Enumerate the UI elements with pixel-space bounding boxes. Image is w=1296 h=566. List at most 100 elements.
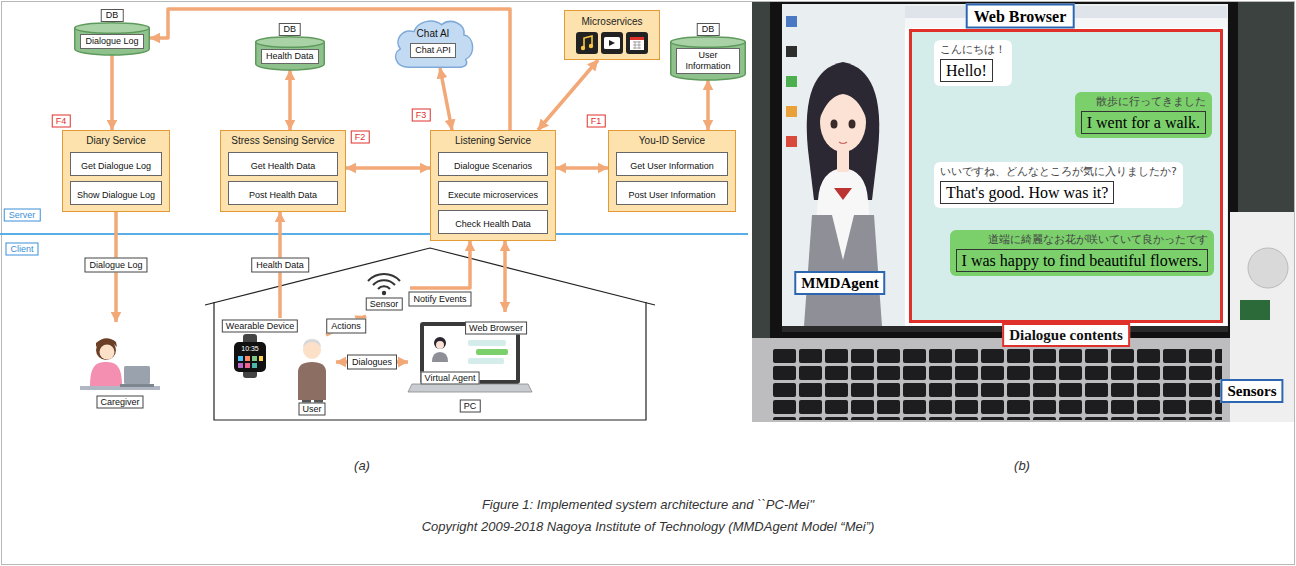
message-line: Hello!: [940, 57, 1006, 82]
function-box: Execute microservices: [438, 181, 548, 205]
laptop-illustration: [408, 322, 532, 392]
figure-label: PC: [460, 400, 481, 413]
wearable-watch-illustration: [234, 334, 266, 378]
edge-label: Health Data: [251, 258, 309, 273]
service-icons-svg-part: [609, 40, 615, 46]
flow-arrow: [150, 9, 510, 130]
figure-label: Virtual Agent: [421, 372, 480, 385]
service-title: Stress Sensing Service: [231, 135, 334, 147]
photo-callout: MMDAgent: [794, 271, 885, 295]
figure-caption: Figure 1: Implemented system architectur…: [482, 497, 814, 513]
flow-arrow: [410, 241, 470, 288]
pc-mei-photo-part: [1240, 300, 1270, 320]
db-label: User Information: [676, 48, 740, 74]
pc-mei-photo-part: [752, 2, 1294, 422]
tier-label: Client: [5, 243, 38, 256]
function-tag: F2: [351, 131, 370, 144]
message-japanese: こんにちは！: [940, 43, 1006, 57]
pc-mei-photo-part: [910, 30, 1222, 322]
message-english: I was happy to find beautiful flowers.: [956, 249, 1208, 272]
function-label: Dialogue Scenarios: [454, 161, 532, 171]
edge-label: Actions: [326, 318, 366, 333]
sensor-icon-part: [378, 286, 390, 289]
cloud-shape: [390, 16, 476, 68]
message-english: Hello!: [940, 59, 993, 82]
pc-mei-photo-part: [786, 106, 797, 117]
service-box: Stress Sensing ServiceGet Health DataPos…: [220, 130, 346, 212]
wearable-watch-illustration-part: [252, 363, 257, 368]
actor-figure: User: [288, 335, 336, 417]
flow-arrow: [110, 55, 114, 130]
database-cylinder: DBHealth Data: [255, 36, 325, 70]
cylinder-shape-part: [671, 37, 746, 48]
pc-mei-photo-part: [820, 78, 866, 118]
sensor-icon-part: [373, 280, 395, 285]
service-icons-svg-part: [626, 32, 648, 54]
function-label: Execute microservices: [448, 190, 538, 200]
flow-arrow: [556, 166, 608, 170]
laptop-illustration-part: [468, 358, 504, 364]
photo-callout: Web Browser: [966, 4, 1075, 29]
caregiver-illustration: [80, 338, 160, 390]
laptop-illustration-part: [434, 337, 446, 349]
wearable-watch-illustration-part: [245, 356, 250, 361]
service-icons-svg: [576, 32, 648, 54]
cloud-service: Chat AIChat API: [390, 16, 476, 68]
function-label: Post User Information: [628, 190, 715, 200]
service-box: Listening ServiceDialogue ScenariosExecu…: [430, 130, 556, 241]
function-label: Check Health Data: [455, 219, 531, 229]
wearable-watch-illustration-part: [238, 363, 243, 368]
pc-mei-photo-part: [786, 136, 797, 147]
message-japanese: 散歩に行ってきました: [1081, 95, 1206, 109]
service-title: Microservices: [581, 16, 642, 28]
laptop-illustration-part: [436, 341, 444, 349]
chat-message: 散歩に行ってきましたI went for a walk.: [1075, 92, 1212, 138]
function-box: Get Health Data: [228, 152, 338, 176]
flow-arrow: [440, 68, 452, 130]
function-box: Check Health Data: [438, 210, 548, 234]
copyright-note: Copyright 2009-2018 Nagoya Institute of …: [422, 519, 875, 535]
tier-label: Server: [4, 209, 41, 222]
server-client-divider: [0, 233, 748, 235]
wearable-watch-illustration-part: [234, 342, 266, 372]
db-tag: DB: [697, 23, 720, 36]
flow-arrow: [326, 316, 366, 335]
cloud-shape-part: [396, 21, 473, 67]
chat-message: いいですね、どんなところが気に入りましたか? That's good. How w…: [934, 162, 1183, 208]
pc-mei-photo-part: [786, 16, 797, 27]
actor-figure: Sensor: [358, 270, 410, 316]
laptop-illustration-part: [408, 384, 532, 392]
database-cylinder: DBUser Information: [670, 36, 746, 80]
actor-figure: Wearable Device: [218, 318, 302, 378]
edge-label: Notify Events: [408, 292, 471, 307]
pc-mei-photo-part: [1248, 248, 1288, 288]
service-icons-svg-part: [604, 37, 620, 49]
message-english: That's good. How was it?: [940, 181, 1114, 204]
wearable-watch-illustration-part: [245, 363, 250, 368]
pc-mei-photo-part: [752, 338, 1294, 422]
service-icons-svg-part: [630, 37, 644, 40]
caregiver-illustration-part: [100, 345, 115, 360]
service-title: You-ID Service: [639, 135, 705, 147]
caregiver-illustration-part: [120, 384, 154, 387]
function-box: Show Dialogue Log: [70, 181, 162, 205]
message-japanese: 道端に綺麗なお花が咲いていて良かったです: [956, 233, 1208, 247]
watch-time: 10:35: [241, 345, 259, 353]
figure-label: Sensor: [366, 298, 403, 311]
function-tag: F3: [412, 109, 431, 122]
sensor-icon-part: [368, 274, 400, 281]
service-icons-svg-part: [581, 46, 585, 50]
figure-label: Web Browser: [465, 322, 527, 335]
message-japanese: いいですね、どんなところが気に入りましたか?: [940, 165, 1177, 179]
microservices-box: Microservices: [564, 10, 660, 60]
function-tag: F1: [587, 115, 606, 128]
pc-mei-photo-part: [770, 2, 1238, 338]
pc-mei-photo-part: [849, 120, 856, 129]
pc-mei-photo-part: [786, 46, 797, 57]
wearable-watch-illustration-part: [252, 356, 257, 361]
service-title: Listening Service: [455, 135, 531, 147]
